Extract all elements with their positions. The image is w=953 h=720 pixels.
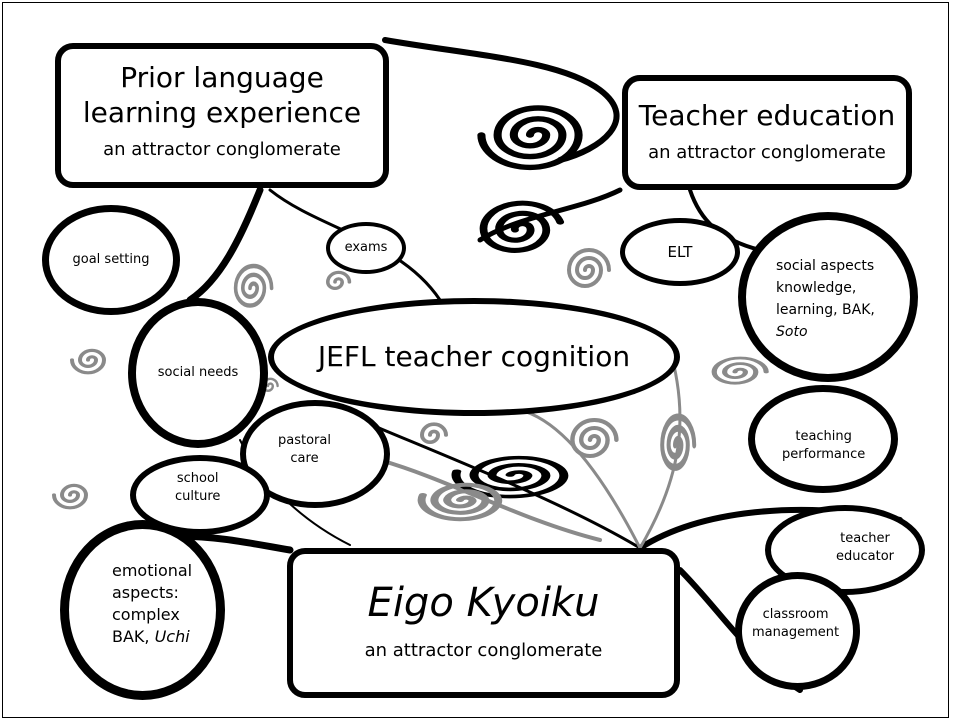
attractor-goal-setting: goal setting <box>42 205 180 315</box>
attractor-label-pastoral-care: pastoral care <box>278 433 331 466</box>
spiral-grey <box>233 263 274 308</box>
attractor-label-teaching-performance: teaching performance <box>782 429 866 462</box>
connector-curve-grey <box>518 408 642 550</box>
central-node-jefl-teacher-cognition: JEFL teacher cognition <box>268 298 680 416</box>
spiral-grey <box>325 270 352 290</box>
box-title: learning experience <box>82 96 362 129</box>
attractor-teaching-performance <box>748 385 898 493</box>
box-title: Teacher education <box>638 99 896 132</box>
spiral-grey <box>566 248 611 288</box>
spiral-black <box>479 200 565 253</box>
spiral-grey <box>70 348 107 375</box>
connector-curve-grey <box>638 348 682 550</box>
attractor-label: ELT <box>667 243 693 261</box>
box-subtitle: an attractor conglomerate <box>103 139 341 160</box>
attractor-social-aspects <box>738 212 918 382</box>
attractor-label-school-culture: school culture <box>175 471 221 504</box>
attractor-elt: ELT <box>620 218 740 286</box>
spiral-grey <box>419 422 448 444</box>
attractor-label: goal setting <box>72 252 150 267</box>
attractor-label: social needs <box>157 365 239 380</box>
spiral-grey <box>660 413 697 471</box>
attractor-label-social-aspects: social aspects knowledge, learning, BAK,… <box>776 258 875 340</box>
spiral-grey <box>52 483 89 510</box>
box-title: Prior language <box>120 61 324 94</box>
box-teacher-education: Teacher education an attractor conglomer… <box>622 75 912 190</box>
spiral-black <box>451 455 569 499</box>
central-node-label: JEFL teacher cognition <box>317 340 631 373</box>
attractor-classroom-management <box>735 572 860 690</box>
box-title: Eigo Kyoiku <box>367 580 600 626</box>
spiral-grey <box>570 418 619 458</box>
attractor-label: exams <box>344 240 388 255</box>
attractor-label-emotional-aspects: emotional aspects: complex BAK, Uchi <box>112 561 193 646</box>
connector-curve <box>186 186 264 304</box>
attractor-label-teacher-educator: teacher educator <box>836 531 894 564</box>
attractor-emotional-aspects <box>60 520 225 700</box>
box-subtitle: an attractor conglomerate <box>364 640 603 661</box>
box-eigo-kyoiku: Eigo Kyoiku an attractor conglomerate <box>287 548 680 698</box>
spiral-grey <box>711 356 769 385</box>
spiral-black <box>477 105 583 171</box>
attractor-exams: exams <box>326 222 406 274</box>
spiral-grey <box>417 482 503 522</box>
box-subtitle: an attractor conglomerate <box>648 142 886 163</box>
attractor-label-classroom-management: classroom management <box>752 607 840 640</box>
connector-curve <box>382 37 620 163</box>
box-prior-language-learning: Prior language learning experience an at… <box>55 43 389 188</box>
attractor-social-needs: social needs <box>128 298 268 448</box>
